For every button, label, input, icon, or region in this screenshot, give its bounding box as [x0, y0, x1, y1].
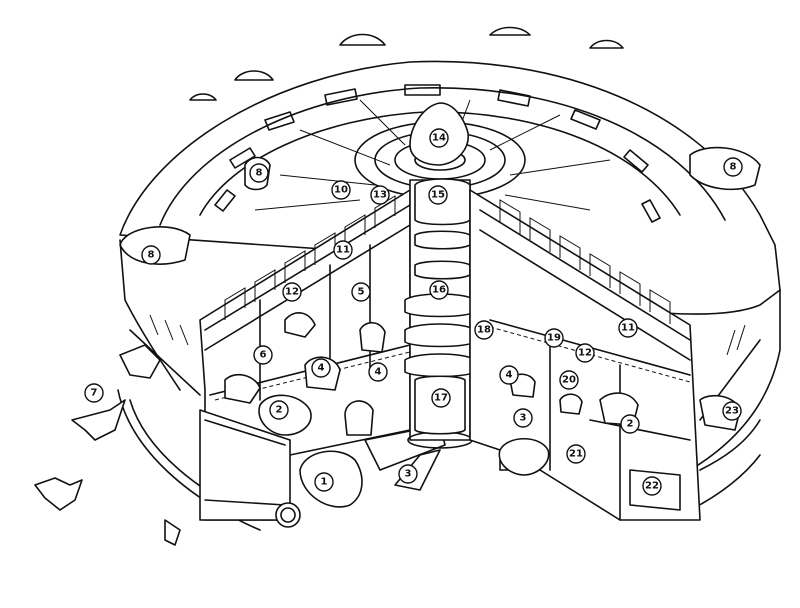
callout-14: 14 — [429, 128, 449, 148]
svg-text:8: 8 — [256, 168, 263, 179]
callout-group: 1 2 2 3 3 4 4 4 5 6 7 8 8 8 10 11 11 12 … — [84, 128, 743, 496]
callout-3a: 3 — [398, 464, 418, 484]
svg-text:23: 23 — [725, 406, 739, 417]
svg-text:14: 14 — [432, 133, 446, 144]
svg-text:15: 15 — [431, 190, 445, 201]
svg-text:4: 4 — [318, 363, 325, 374]
callout-11b: 11 — [618, 318, 638, 338]
svg-text:6: 6 — [260, 350, 267, 361]
callout-16: 16 — [429, 280, 449, 300]
callout-3b: 3 — [513, 408, 533, 428]
svg-text:20: 20 — [562, 375, 576, 386]
callout-4a: 4 — [311, 358, 331, 378]
callout-2a: 2 — [269, 400, 289, 420]
svg-text:13: 13 — [373, 190, 387, 201]
svg-text:19: 19 — [547, 333, 561, 344]
callout-20: 20 — [559, 370, 579, 390]
svg-text:8: 8 — [148, 250, 155, 261]
callout-22: 22 — [642, 476, 662, 496]
callout-8c: 8 — [723, 157, 743, 177]
callout-10: 10 — [331, 180, 351, 200]
callout-5: 5 — [351, 282, 371, 302]
callout-8b: 8 — [141, 245, 161, 265]
svg-text:12: 12 — [285, 287, 299, 298]
svg-text:21: 21 — [569, 449, 583, 460]
svg-text:22: 22 — [645, 481, 659, 492]
callout-7: 7 — [84, 383, 104, 403]
svg-text:10: 10 — [334, 185, 348, 196]
svg-text:16: 16 — [432, 285, 446, 296]
callout-13: 13 — [370, 185, 390, 205]
svg-text:11: 11 — [621, 323, 635, 334]
callout-12b: 12 — [575, 343, 595, 363]
svg-text:1: 1 — [321, 477, 328, 488]
svg-text:12: 12 — [578, 348, 592, 359]
svg-text:4: 4 — [506, 370, 513, 381]
callout-18: 18 — [474, 320, 494, 340]
svg-text:3: 3 — [520, 413, 527, 424]
callout-4b: 4 — [368, 362, 388, 382]
callout-19: 19 — [544, 328, 564, 348]
callout-11a: 11 — [333, 240, 353, 260]
callout-2b: 2 — [620, 414, 640, 434]
svg-text:18: 18 — [477, 325, 491, 336]
svg-text:8: 8 — [730, 162, 737, 173]
callout-1: 1 — [314, 472, 334, 492]
svg-text:17: 17 — [434, 393, 448, 404]
callout-17: 17 — [431, 388, 451, 408]
callout-4c: 4 — [499, 365, 519, 385]
svg-text:5: 5 — [358, 287, 365, 298]
debris — [34, 344, 181, 546]
svg-text:2: 2 — [276, 405, 283, 416]
svg-text:7: 7 — [91, 388, 98, 399]
svg-text:11: 11 — [336, 245, 350, 256]
callout-15: 15 — [428, 185, 448, 205]
callout-8a: 8 — [249, 163, 269, 183]
svg-text:2: 2 — [627, 419, 634, 430]
callout-12a: 12 — [282, 282, 302, 302]
callout-21: 21 — [566, 444, 586, 464]
svg-text:3: 3 — [405, 469, 412, 480]
callout-23: 23 — [722, 401, 742, 421]
svg-text:4: 4 — [375, 367, 382, 378]
callout-6: 6 — [253, 345, 273, 365]
